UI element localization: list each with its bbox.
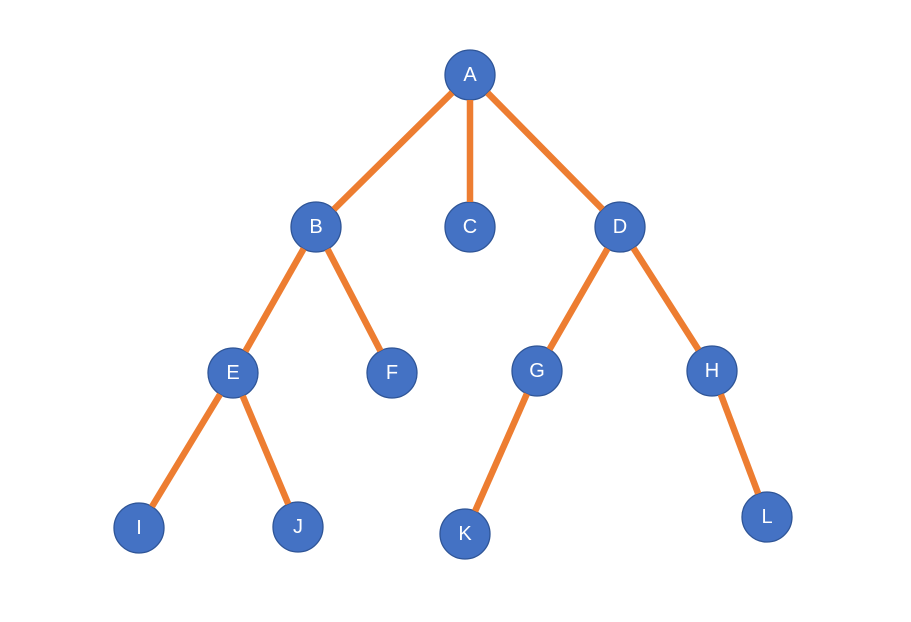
node-label-A: A — [463, 64, 477, 86]
node-label-I: I — [136, 517, 142, 539]
node-label-F: F — [386, 362, 398, 384]
node-label-C: C — [463, 216, 477, 238]
node-L — [741, 491, 793, 543]
node-G — [511, 345, 563, 397]
node-D — [594, 201, 646, 253]
edge-A-D — [485, 90, 605, 212]
edge-B-E — [242, 247, 307, 353]
node-K — [439, 508, 491, 560]
edge-H-L — [717, 393, 762, 495]
nodes-layer — [113, 49, 793, 560]
node-I — [113, 502, 165, 554]
node-label-B: B — [309, 216, 322, 238]
edge-E-I — [149, 392, 223, 509]
node-label-L: L — [761, 506, 772, 528]
edge-E-J — [239, 394, 292, 506]
node-label-H: H — [705, 360, 719, 382]
edge-B-F — [324, 247, 384, 353]
edges-layer — [149, 90, 762, 513]
edge-D-H — [630, 246, 702, 352]
node-label-J: J — [293, 516, 303, 538]
node-E — [207, 347, 259, 399]
node-label-E: E — [226, 362, 239, 384]
edge-A-B — [331, 90, 455, 212]
node-label-D: D — [613, 216, 627, 238]
edge-G-K — [472, 392, 530, 513]
labels-layer: A B C D E F G H I J K L — [136, 64, 772, 545]
node-H — [686, 345, 738, 397]
node-B — [290, 201, 342, 253]
edge-D-G — [546, 247, 611, 351]
node-F — [366, 347, 418, 399]
node-label-G: G — [529, 360, 545, 382]
node-J — [272, 501, 324, 553]
node-label-K: K — [458, 523, 472, 545]
